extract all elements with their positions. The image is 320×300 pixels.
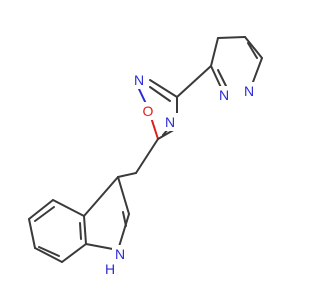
bond xyxy=(149,86,171,102)
bond xyxy=(117,172,137,178)
bond xyxy=(34,206,55,222)
bond xyxy=(28,218,36,249)
bond xyxy=(217,36,246,39)
atom-labels: N N N O N N H xyxy=(103,71,257,278)
bond xyxy=(135,138,159,174)
bond xyxy=(149,79,178,98)
bond xyxy=(83,215,87,245)
atom-label-nitrogen: N xyxy=(115,246,125,262)
atom-label-nitrogen: N xyxy=(219,87,229,103)
atom-label-nitrogen: N xyxy=(165,114,175,130)
bond xyxy=(244,36,263,59)
bond xyxy=(122,211,127,227)
bond xyxy=(210,37,219,67)
bond xyxy=(38,246,60,257)
bond xyxy=(79,222,82,240)
atom-label-nitrogen: N xyxy=(244,83,254,99)
bond xyxy=(83,176,119,217)
bond xyxy=(117,213,130,251)
bond xyxy=(217,69,228,89)
bond xyxy=(61,243,87,263)
bond xyxy=(247,42,258,59)
bonds xyxy=(28,36,263,263)
bond xyxy=(117,176,130,215)
atom-label-oxygen: O xyxy=(143,103,154,119)
atom-label-nitrogen: N xyxy=(134,72,144,88)
atom-label-hydrogen: H xyxy=(105,261,115,277)
bond xyxy=(52,199,85,217)
bond xyxy=(28,199,54,220)
bond xyxy=(176,65,212,98)
molecule-structure: N N N O N N H xyxy=(28,36,263,278)
bond xyxy=(34,247,63,263)
